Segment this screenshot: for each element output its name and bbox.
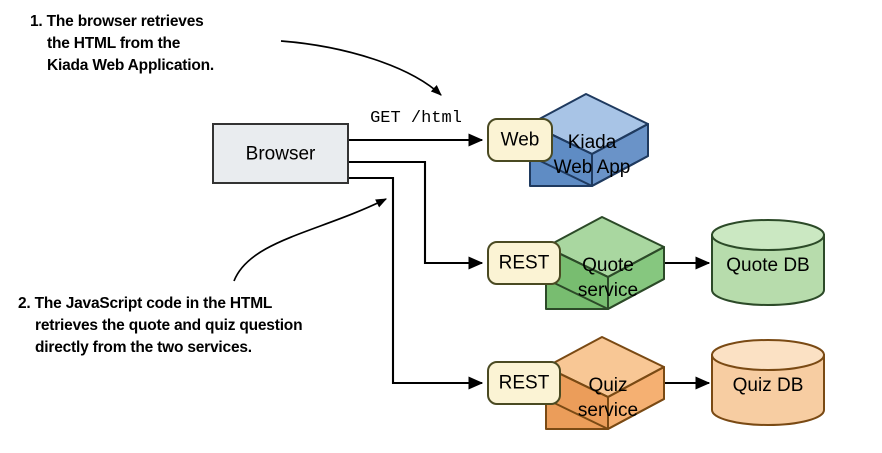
quote-db-top xyxy=(711,219,825,251)
port-rest-quiz[interactable]: REST xyxy=(487,361,561,405)
node-quiz-db[interactable]: Quiz DB xyxy=(711,339,825,426)
annotation-2-line-3: directly from the two services. xyxy=(35,339,252,356)
node-browser[interactable]: Browser xyxy=(212,123,349,184)
quote-service-label-line-2: service xyxy=(578,280,638,301)
annotation-1-pointer-arrow xyxy=(280,40,442,96)
port-web[interactable]: Web xyxy=(487,118,553,162)
quote-db-body xyxy=(711,234,825,306)
port-rest-quote-label: REST xyxy=(499,253,550,274)
port-rest-quiz-box[interactable] xyxy=(487,361,561,405)
connector-label-get-html: GET /html xyxy=(370,109,462,128)
browser-box[interactable] xyxy=(212,123,349,184)
annotation-1-line-3: Kiada Web Application. xyxy=(47,57,214,74)
annotation-2: 2. The JavaScript code in the HTML retri… xyxy=(18,295,303,356)
port-rest-quote[interactable]: REST xyxy=(487,241,561,285)
quiz-db-body xyxy=(711,354,825,426)
kiada-label-line-2: Web App xyxy=(554,157,631,178)
annotation-1-line-2: the HTML from the xyxy=(47,35,181,52)
annotation-1: 1. The browser retrieves the HTML from t… xyxy=(30,13,214,74)
annotation-1-line-1: 1. The browser retrieves xyxy=(30,13,204,30)
quiz-service-label-line-1: Quiz xyxy=(588,375,627,396)
port-web-box[interactable] xyxy=(487,118,553,162)
node-quote-service[interactable]: Quote service xyxy=(545,216,665,310)
quote-service-label-line-1: Quote xyxy=(582,255,634,276)
quiz-service-label-line-2: service xyxy=(578,400,638,421)
node-kiada-web-app[interactable]: Kiada Web App xyxy=(529,93,649,187)
connector-browser-to-rest-quote xyxy=(348,160,484,270)
quiz-db-top xyxy=(711,339,825,371)
node-quiz-service[interactable]: Quiz service xyxy=(545,336,665,430)
port-rest-quiz-label: REST xyxy=(499,373,550,394)
kiada-label-line-1: Kiada xyxy=(568,132,617,153)
browser-label: Browser xyxy=(246,144,316,165)
annotation-2-line-2: retrieves the quote and quiz question xyxy=(35,317,302,334)
port-rest-quote-box[interactable] xyxy=(487,241,561,285)
annotation-2-line-1: 2. The JavaScript code in the HTML xyxy=(18,295,272,312)
node-quote-db[interactable]: Quote DB xyxy=(711,219,825,306)
quiz-db-label: Quiz DB xyxy=(733,375,804,396)
annotation-2-pointer-arrow xyxy=(233,198,387,282)
connector-browser-to-rest-quiz xyxy=(348,176,484,390)
port-web-label: Web xyxy=(501,130,540,151)
quote-db-label: Quote DB xyxy=(726,255,809,276)
